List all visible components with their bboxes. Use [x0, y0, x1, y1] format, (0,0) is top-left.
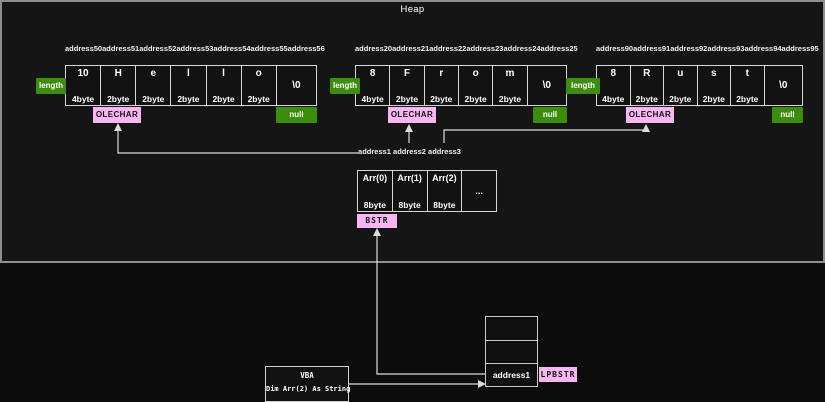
address-label: address92 [670, 44, 708, 53]
address-label: address24 [503, 44, 541, 53]
address-label: address21 [392, 44, 430, 53]
array-cell: Arr(2)8byte [426, 171, 462, 211]
null-terminator-cell: \0 [526, 66, 566, 105]
address-label: address94 [744, 44, 782, 53]
from-address-row: address20 address21 address22 address23 … [355, 44, 578, 54]
stack-cell [486, 317, 537, 340]
address-label: address91 [633, 44, 671, 53]
vba-code-box: VBA Dim Arr(2) As String [265, 366, 351, 402]
address-label: address55 [250, 44, 288, 53]
address-label: address23 [466, 44, 504, 53]
array-cell: Arr(0)8byte [362, 173, 388, 210]
address-label: address50 [65, 44, 103, 53]
stack-variable-box: address1 [485, 316, 538, 387]
hello-address-row: address50 address51 address52 address53 … [65, 44, 325, 54]
address-label: address2 [393, 147, 426, 156]
address-label: address54 [213, 44, 251, 53]
null-tag: null [772, 107, 803, 123]
stack-cell [486, 340, 537, 363]
array-ellipsis-cell: ... [461, 171, 496, 211]
null-tag: null [276, 107, 317, 123]
address-label [462, 147, 497, 157]
olechar-tag: OLECHAR [626, 107, 674, 123]
vba-code: Dim Arr(2) As String [266, 385, 351, 393]
array-cell: Arr(1)8byte [391, 171, 427, 211]
address-label: address20 [355, 44, 393, 53]
length-tag: length [330, 78, 360, 94]
length-tag: length [566, 78, 600, 94]
length-tag: length [36, 78, 66, 94]
stack-cell-address1: address1 [486, 363, 537, 386]
address-label: address25 [540, 44, 578, 53]
bstr-tag: BSTR [357, 214, 397, 228]
address-label: address53 [176, 44, 214, 53]
olechar-tag: OLECHAR [93, 107, 141, 123]
bstr-array-box: Arr(0)8byte Arr(1)8byte Arr(2)8byte ... [357, 170, 497, 212]
address-label: address52 [139, 44, 177, 53]
olechar-tag: OLECHAR [388, 107, 436, 123]
address-label: address56 [287, 44, 325, 53]
address-label: address90 [596, 44, 634, 53]
null-terminator-cell: \0 [275, 66, 316, 105]
rust-address-row: address90 address91 address92 address93 … [596, 44, 819, 54]
heap-title: Heap [400, 4, 425, 15]
address-label: address95 [781, 44, 819, 53]
address-label: address93 [707, 44, 745, 53]
address-label: address22 [429, 44, 467, 53]
heap-region [0, 0, 825, 263]
null-tag: null [533, 107, 567, 123]
array-address-row: address1 address2 address3 [357, 147, 497, 157]
vba-title: VBA [300, 371, 314, 380]
lpbstr-tag: LPBSTR [539, 367, 577, 382]
address-label: address1 [358, 147, 391, 156]
null-terminator-cell: \0 [763, 66, 802, 105]
address-label: address3 [428, 147, 461, 156]
address-label: address51 [102, 44, 140, 53]
